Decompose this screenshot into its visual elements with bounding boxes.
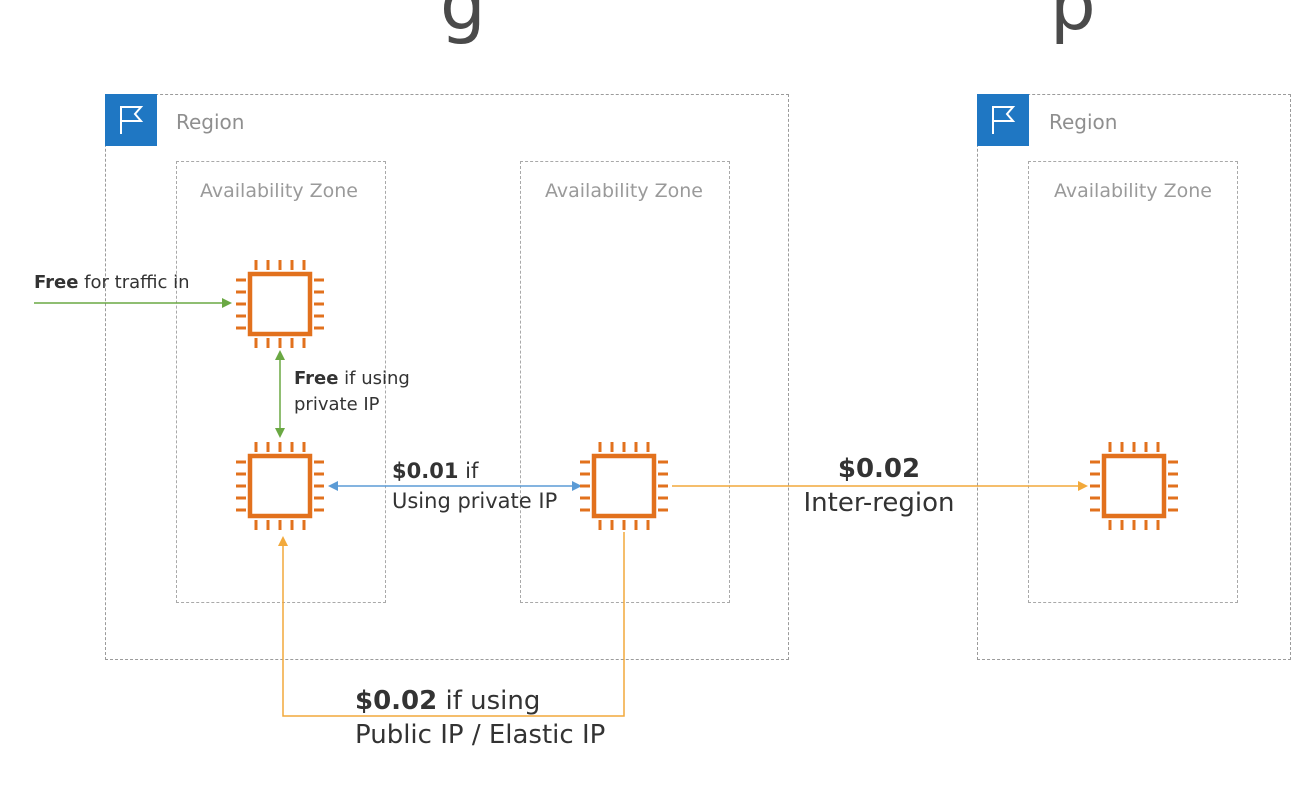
same-az-label: Free if using private IP <box>294 368 410 415</box>
region-label: Region <box>1049 110 1118 134</box>
az-label: Availability Zone <box>545 180 703 202</box>
cross-az-label: $0.01 if Using private IP <box>392 459 558 513</box>
flag-icon <box>977 94 1029 146</box>
ec2-instance-icon <box>576 438 672 534</box>
az-label: Availability Zone <box>1054 180 1212 202</box>
flag-icon <box>105 94 157 146</box>
public-ip-label: $0.02 if using Public IP / Elastic IP <box>355 686 606 750</box>
ec2-instance-icon <box>232 438 328 534</box>
availability-zone-3 <box>1028 161 1238 603</box>
ec2-instance-icon <box>1086 438 1182 534</box>
title-fragment-left: g <box>440 0 486 46</box>
public-ip-path <box>278 532 625 717</box>
region-1 <box>105 94 789 660</box>
region-label: Region <box>176 110 245 134</box>
title-fragment-right: p <box>1050 0 1096 46</box>
inter-region-label: $0.02 Inter-region <box>803 454 955 518</box>
region-2 <box>977 94 1291 660</box>
az-label: Availability Zone <box>200 180 358 202</box>
availability-zone-2 <box>520 161 730 603</box>
ingress-label: Free for traffic in <box>34 272 190 293</box>
availability-zone-1 <box>176 161 386 603</box>
ec2-instance-icon <box>232 256 328 352</box>
